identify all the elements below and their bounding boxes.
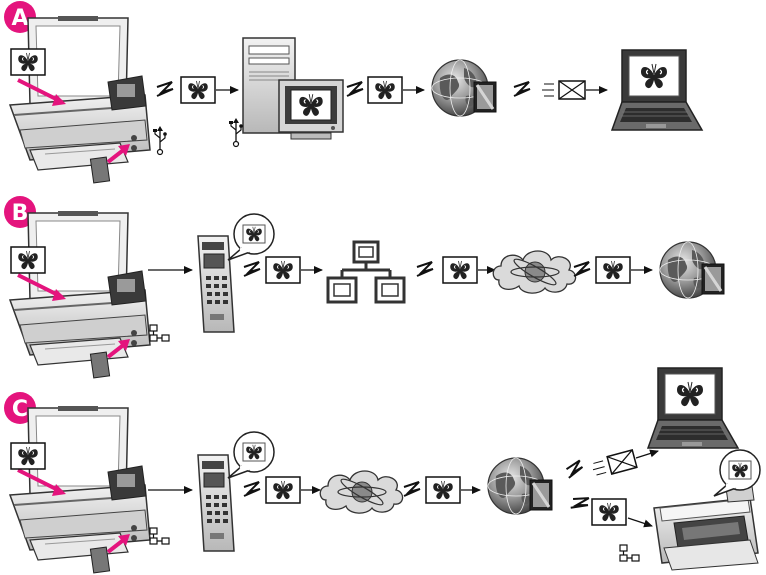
bolt-icon bbox=[347, 82, 363, 96]
network-hub-icon bbox=[328, 242, 404, 302]
original-photo-icon bbox=[11, 443, 45, 469]
scan-photo-icon bbox=[181, 77, 215, 103]
network-icon bbox=[150, 325, 169, 341]
network-icon bbox=[620, 545, 639, 561]
laptop-icon bbox=[612, 50, 702, 130]
row-b: B bbox=[4, 196, 724, 378]
laptop-icon bbox=[648, 368, 738, 448]
internet-server-icon bbox=[432, 60, 496, 116]
bolt-icon bbox=[514, 82, 530, 96]
email-photo-icon bbox=[368, 77, 402, 103]
internet-server-icon bbox=[660, 242, 724, 298]
badge-a-label: A bbox=[11, 6, 28, 31]
bolt-icon bbox=[571, 494, 590, 512]
badge-c-label: C bbox=[12, 397, 28, 422]
scan-photo-icon bbox=[266, 257, 300, 283]
email-envelope-icon bbox=[591, 450, 637, 479]
bolt-icon bbox=[157, 82, 173, 96]
arrow bbox=[628, 518, 652, 526]
internet-cloud-icon bbox=[320, 471, 402, 513]
photo-bubble-icon bbox=[228, 432, 274, 478]
original-photo-icon bbox=[11, 49, 45, 75]
upload-photo-icon bbox=[443, 257, 477, 283]
bolt-icon bbox=[417, 262, 433, 276]
fax-photo-icon bbox=[592, 499, 626, 525]
row-a: A bbox=[4, 1, 702, 183]
photo-bubble-icon bbox=[714, 450, 760, 496]
bolt-icon bbox=[404, 482, 420, 496]
network-icon bbox=[150, 528, 169, 544]
send-photo-icon bbox=[596, 257, 630, 283]
usb-icon bbox=[229, 118, 243, 147]
bolt-icon bbox=[244, 482, 260, 496]
bolt-icon bbox=[244, 262, 260, 276]
bolt-icon bbox=[574, 262, 590, 276]
all-in-one-printer-icon bbox=[10, 406, 150, 573]
handheld-device-icon bbox=[198, 455, 234, 551]
computer-icon bbox=[243, 38, 343, 139]
row-c: C bbox=[4, 368, 760, 573]
upload-photo-icon bbox=[426, 477, 460, 503]
all-in-one-printer-icon bbox=[10, 211, 150, 378]
arrow bbox=[636, 451, 658, 458]
handheld-device-icon bbox=[198, 236, 234, 332]
email-envelope-icon bbox=[542, 81, 585, 99]
internet-server-icon bbox=[488, 458, 552, 514]
badge-b-label: B bbox=[12, 201, 29, 226]
all-in-one-printer-icon bbox=[10, 16, 150, 183]
bolt-icon bbox=[565, 460, 584, 478]
internet-cloud-icon bbox=[493, 251, 575, 293]
photo-bubble-icon bbox=[228, 214, 274, 260]
original-photo-icon bbox=[11, 247, 45, 273]
office-all-in-one-icon bbox=[654, 486, 758, 570]
usb-icon bbox=[153, 126, 167, 155]
scan-photo-icon bbox=[266, 477, 300, 503]
